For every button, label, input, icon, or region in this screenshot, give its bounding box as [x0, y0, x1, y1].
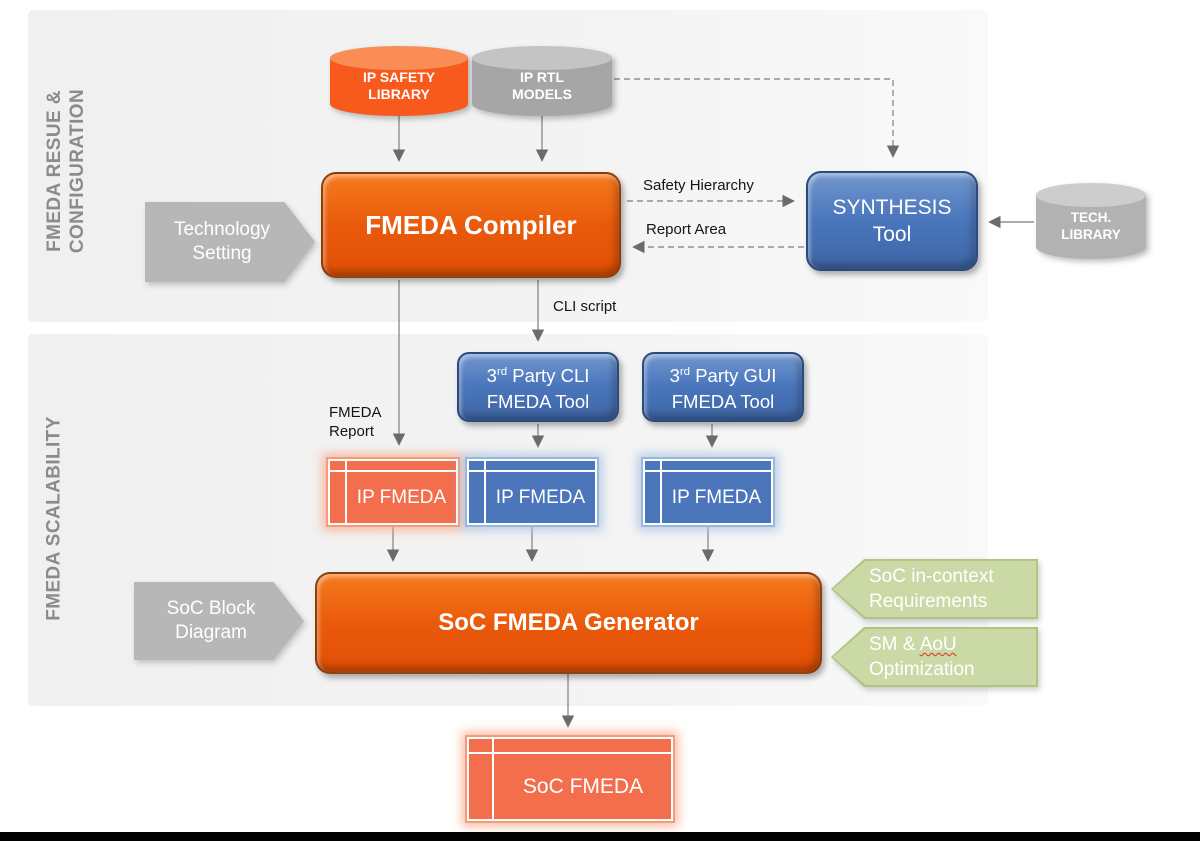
bottom-black-bar — [0, 832, 1200, 841]
sm-aou-optimization-chevron: SM & AoU Optimization — [831, 627, 1038, 687]
technology-setting-chevron: Technology Setting — [145, 202, 315, 282]
section-label-reuse-configuration: FMEDA RESUE & CONFIGURATION — [44, 88, 88, 254]
ip-safety-library-label: IP SAFETY — [362, 69, 436, 85]
report-area-edge-label: Report Area — [646, 221, 727, 238]
soc-fmeda-label: SoC FMEDA — [522, 775, 644, 798]
ip-fmeda-table-3: IP FMEDA — [643, 459, 773, 525]
soc-in-context-requirements-chevron: SoC in-context Requirements — [831, 559, 1038, 619]
ip-fmeda-label: IP FMEDA — [356, 487, 447, 508]
ip-safety-library-cylinder: IP SAFETY LIBRARY — [330, 46, 468, 116]
cylinder-top — [472, 46, 612, 70]
soc-fmeda-table: SoC FMEDA — [467, 737, 673, 821]
cylinder-top — [1036, 183, 1146, 207]
soc-block-diagram-chevron: SoC Block Diagram — [134, 582, 304, 660]
third-party-cli-tool-box: 3rd Party CLI FMEDA Tool — [457, 352, 619, 422]
fmeda-compiler-box: FMEDA Compiler — [321, 172, 621, 278]
ip-rtl-models-label: IP RTL — [519, 69, 565, 85]
soc-block-diagram-label: SoC Block — [166, 598, 256, 619]
ip-fmeda-table-2: IP FMEDA — [467, 459, 597, 525]
ip-rtl-models-cylinder: IP RTL MODELS — [472, 46, 612, 116]
synthesis-tool-box: SYNTHESIS Tool — [806, 171, 978, 271]
sm-aou-label: SM & AoU — [869, 634, 957, 655]
cylinder-top — [330, 46, 468, 70]
ip-fmeda-table-1: IP FMEDA — [328, 459, 458, 525]
soc-in-context-label: SoC in-context — [869, 566, 994, 587]
fmeda-report-edge-label: FMEDA Report — [329, 404, 382, 440]
ip-fmeda-label: IP FMEDA — [495, 487, 586, 508]
tech-library-label: TECH. — [1070, 210, 1112, 225]
cli-script-edge-label: CLI script — [553, 298, 617, 315]
third-party-cli-label: 3rd Party CLI — [486, 365, 590, 387]
safety-hierarchy-edge-label: Safety Hierarchy — [643, 177, 754, 194]
technology-setting-label: Technology — [173, 219, 271, 240]
fmeda-compiler-label: FMEDA Compiler — [365, 209, 577, 240]
third-party-gui-tool-box: 3rd Party GUI FMEDA Tool — [642, 352, 804, 422]
tech-library-cylinder: TECH. LIBRARY — [1036, 183, 1146, 259]
soc-fmeda-generator-box: SoC FMEDA Generator — [315, 572, 822, 674]
section-label-scalability: FMEDA SCALABILITY — [43, 416, 65, 621]
third-party-gui-label: 3rd Party GUI — [669, 365, 777, 387]
soc-fmeda-generator-label: SoC FMEDA Generator — [438, 609, 699, 636]
ip-fmeda-label: IP FMEDA — [671, 487, 762, 508]
synthesis-tool-label: SYNTHESIS — [832, 196, 952, 219]
